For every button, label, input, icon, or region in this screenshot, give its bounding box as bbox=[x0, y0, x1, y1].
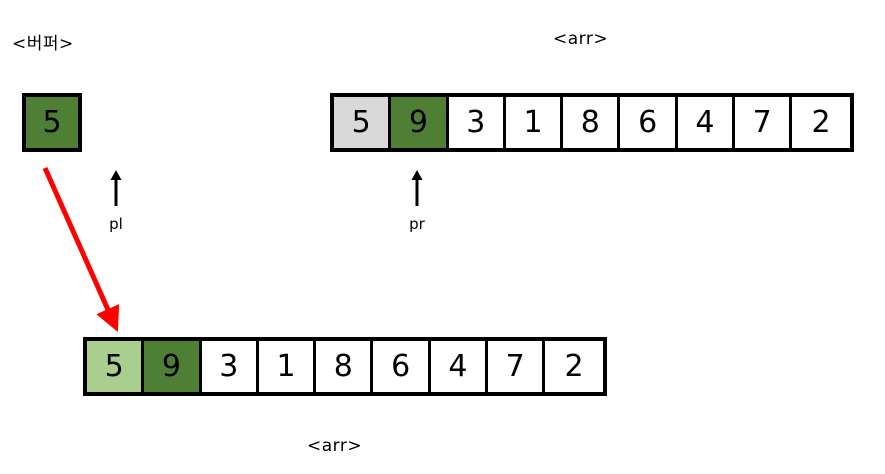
array-cell: 9 bbox=[391, 97, 449, 148]
array-cell: 1 bbox=[505, 97, 564, 148]
array-cell: 8 bbox=[316, 341, 374, 392]
pointer-pr-label: pr bbox=[409, 215, 425, 233]
array-cell: 5 bbox=[334, 97, 392, 148]
up-arrow-icon bbox=[397, 170, 437, 206]
array-cell: 9 bbox=[144, 341, 202, 392]
array-cell: 2 bbox=[545, 341, 603, 392]
array-cell: 6 bbox=[620, 97, 678, 148]
array-cell: 4 bbox=[677, 97, 736, 148]
array-cell: 3 bbox=[201, 341, 259, 392]
array-cell: 6 bbox=[373, 341, 431, 392]
array-cell: 8 bbox=[563, 97, 621, 148]
pointer-pl: pl bbox=[96, 170, 136, 232]
pointer-pl-label: pl bbox=[109, 215, 123, 233]
array-cell: 3 bbox=[448, 97, 506, 148]
buffer-label: <버퍼> bbox=[12, 34, 74, 54]
buffer-cell: 5 bbox=[22, 93, 82, 152]
top-array-label: <arr> bbox=[553, 29, 609, 49]
array-cell: 5 bbox=[87, 341, 145, 392]
array-cell: 7 bbox=[735, 97, 793, 148]
bottom-array-label: <arr> bbox=[307, 436, 363, 456]
array-cell: 4 bbox=[430, 341, 489, 392]
array-cell: 2 bbox=[792, 97, 850, 148]
array-cell: 1 bbox=[258, 341, 317, 392]
pointer-pr: pr bbox=[397, 170, 437, 232]
up-arrow-icon bbox=[96, 170, 136, 206]
array-cell: 7 bbox=[488, 341, 546, 392]
